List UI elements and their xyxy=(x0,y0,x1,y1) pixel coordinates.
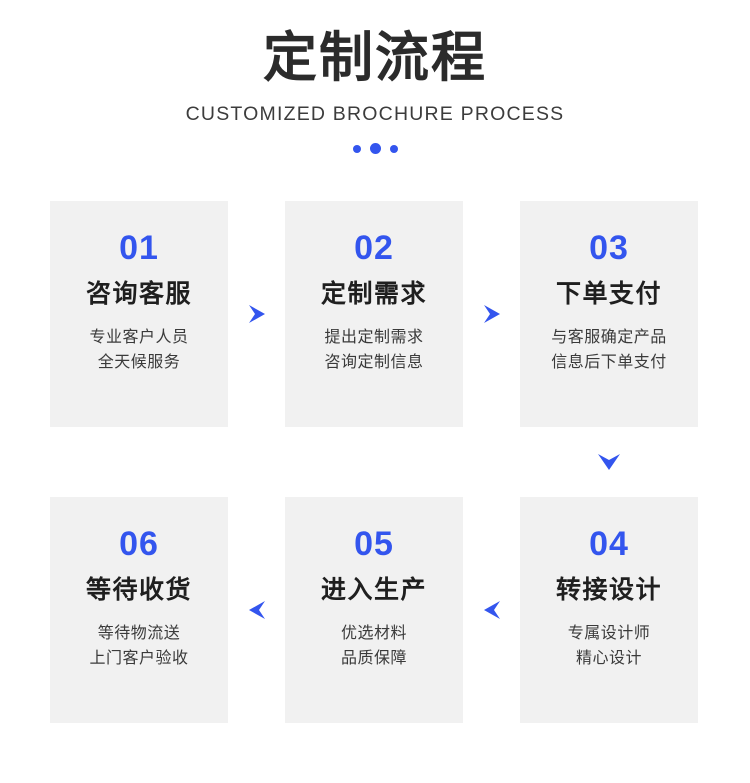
dot-icon xyxy=(389,144,398,153)
step-number: 03 xyxy=(589,229,629,267)
page-subtitle: CUSTOMIZED BROCHURE PROCESS xyxy=(185,102,565,125)
dot-icon xyxy=(352,144,361,153)
step-description: 专业客户人员 全天候服务 xyxy=(89,325,188,377)
step-title: 等待收货 xyxy=(85,576,192,604)
page-title: 定制流程 xyxy=(263,28,487,88)
step-title: 咨询客服 xyxy=(85,280,192,308)
arrow-right-icon-01-to-02 xyxy=(229,201,285,427)
arrow-right-icon-02-to-03 xyxy=(464,201,520,427)
step-title: 进入生产 xyxy=(320,576,427,604)
process-step-card-05[interactable]: 05 进入生产 优选材料 品质保障 xyxy=(285,497,463,723)
step-description-line: 精心设计 xyxy=(575,650,642,668)
step-title: 下单支付 xyxy=(555,280,662,308)
step-number: 06 xyxy=(119,525,159,563)
process-row-bottom: 06 等待收货 等待物流送 上门客户验收 05 进入生产 优选材料 品质保障 xyxy=(50,497,698,723)
process-row-top: 01 咨询客服 专业客户人员 全天候服务 02 定制需求 提出定制需求 咨询定制… xyxy=(50,201,698,427)
step-description-line: 上门客户验收 xyxy=(89,650,189,668)
step-title: 定制需求 xyxy=(320,280,427,308)
step-number: 05 xyxy=(354,525,394,563)
step-description: 等待物流送 上门客户验收 xyxy=(89,621,188,673)
step-description-line: 信息后下单支付 xyxy=(551,354,667,372)
arrow-left-icon-05-to-06 xyxy=(229,497,285,723)
step-description: 优选材料 品质保障 xyxy=(341,621,407,673)
step-description-line: 咨询定制信息 xyxy=(324,354,424,372)
step-description: 提出定制需求 咨询定制信息 xyxy=(324,325,423,377)
decorative-dots xyxy=(0,143,750,155)
step-description: 专属设计师 精心设计 xyxy=(568,621,651,673)
step-description-line: 专属设计师 xyxy=(567,624,651,642)
step-description: 与客服确定产品 信息后下单支付 xyxy=(551,325,667,377)
page-header: 定制流程 CUSTOMIZED BROCHURE PROCESS xyxy=(0,0,750,155)
arrow-left-icon-04-to-05 xyxy=(464,497,520,723)
step-title: 转接设计 xyxy=(555,576,662,604)
step-description-line: 品质保障 xyxy=(340,650,407,668)
step-description-line: 优选材料 xyxy=(340,624,407,642)
step-description-line: 与客服确定产品 xyxy=(551,328,667,346)
process-step-card-01[interactable]: 01 咨询客服 专业客户人员 全天候服务 xyxy=(50,201,228,427)
step-number: 02 xyxy=(354,229,394,267)
step-number: 01 xyxy=(119,229,159,267)
step-description-line: 等待物流送 xyxy=(97,624,181,642)
process-step-card-03[interactable]: 03 下单支付 与客服确定产品 信息后下单支付 xyxy=(520,201,698,427)
step-description-line: 全天候服务 xyxy=(97,354,181,372)
step-description-line: 提出定制需求 xyxy=(324,328,424,346)
step-number: 04 xyxy=(589,525,629,563)
arrow-down-icon-03-to-04 xyxy=(520,449,698,475)
process-connector-vertical xyxy=(50,427,698,497)
step-description-line: 专业客户人员 xyxy=(89,328,189,346)
process-flow: 01 咨询客服 专业客户人员 全天候服务 02 定制需求 提出定制需求 咨询定制… xyxy=(50,201,698,723)
dot-large-icon xyxy=(369,143,381,155)
process-step-card-02[interactable]: 02 定制需求 提出定制需求 咨询定制信息 xyxy=(285,201,463,427)
process-step-card-04[interactable]: 04 转接设计 专属设计师 精心设计 xyxy=(520,497,698,723)
process-step-card-06[interactable]: 06 等待收货 等待物流送 上门客户验收 xyxy=(50,497,228,723)
